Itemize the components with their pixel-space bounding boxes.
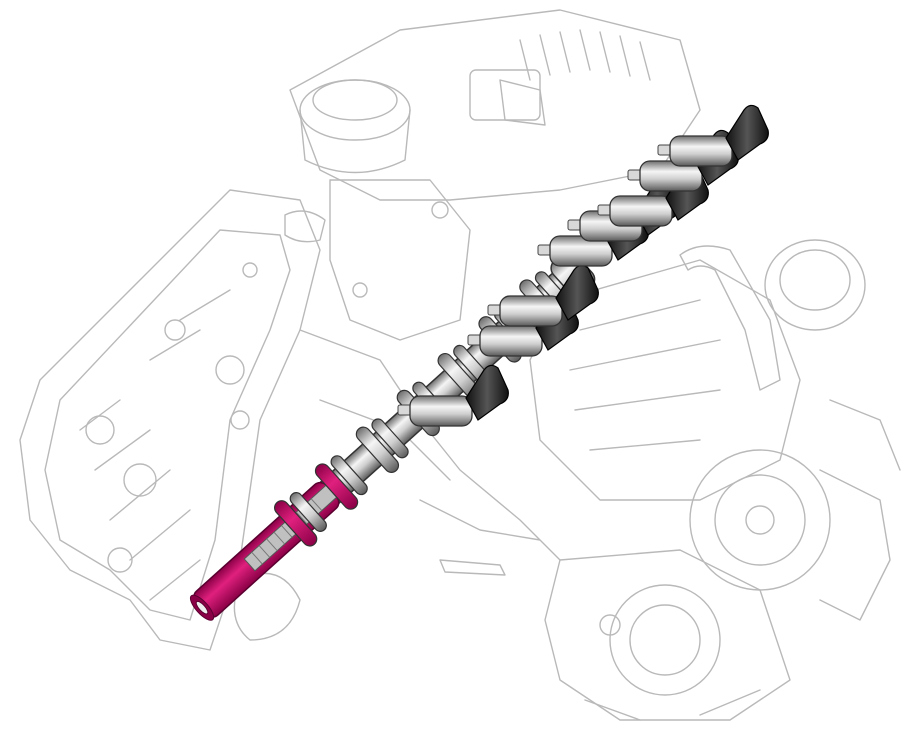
oil-cap-top <box>312 79 398 121</box>
small-bolt-c <box>242 262 258 278</box>
oil-cap-neck <box>299 109 411 174</box>
pump-port-outer <box>609 584 721 696</box>
oil-cap-outline <box>299 79 411 141</box>
head-ribs <box>79 289 231 601</box>
head-bolt-2 <box>123 463 157 497</box>
lower-pump-housing <box>544 549 791 721</box>
cam-actuators <box>397 104 769 427</box>
cam-lobe-body <box>314 463 359 510</box>
cam-lobe-pair <box>371 418 409 459</box>
turbo-hub <box>745 505 775 535</box>
cam-lobe <box>355 418 409 473</box>
cam-lobe-pair <box>330 455 368 496</box>
turbo-housing <box>689 449 831 591</box>
actuator-connector <box>725 104 769 161</box>
head-bolt-4 <box>215 355 245 385</box>
center-body-lines <box>299 329 561 561</box>
actuator-body <box>409 395 473 427</box>
head-bolt-5 <box>164 319 186 341</box>
plug-well <box>284 210 326 243</box>
turbo-inlet-outer <box>764 239 866 331</box>
actuator-body <box>479 325 543 357</box>
actuator-body <box>669 135 733 167</box>
cam-lobe-body <box>355 426 400 473</box>
head-bolt-3 <box>107 547 133 573</box>
bracket <box>439 559 506 576</box>
cam-lobe <box>314 455 368 510</box>
turbo-wheel <box>714 474 806 566</box>
charge-pipe <box>679 245 781 391</box>
lower-left-cyl <box>233 572 301 641</box>
pump-port-inner <box>629 604 701 676</box>
actuator-body <box>609 195 673 227</box>
cylinder-head-inner <box>44 229 291 621</box>
cam-lobe-pair <box>289 492 327 532</box>
cam-lobe-body <box>274 500 318 547</box>
cam-actuator-icon <box>487 264 599 327</box>
turbo-pipe <box>819 399 901 621</box>
actuator-connector <box>465 364 509 421</box>
head-bolt-6 <box>230 410 250 430</box>
pump-flange <box>584 689 761 721</box>
actuator-body <box>499 295 563 327</box>
head-bolt-1 <box>85 415 115 445</box>
cam-cover-center <box>329 179 471 341</box>
intake-fins <box>519 29 651 81</box>
small-bolt-b <box>352 282 368 298</box>
shaft-end-bore <box>195 600 209 615</box>
cylinder-head-outline <box>19 189 321 651</box>
actuator-connector <box>555 264 599 321</box>
cam-actuator-icon <box>657 104 769 167</box>
small-bolt-a <box>431 201 449 219</box>
turbo-inlet-inner <box>779 249 851 311</box>
cam-actuator-icon <box>397 364 509 427</box>
cam-lobe <box>274 492 327 547</box>
manifold-runners <box>569 299 721 451</box>
pump-bolt <box>599 614 621 636</box>
sensor-connector <box>499 79 546 126</box>
